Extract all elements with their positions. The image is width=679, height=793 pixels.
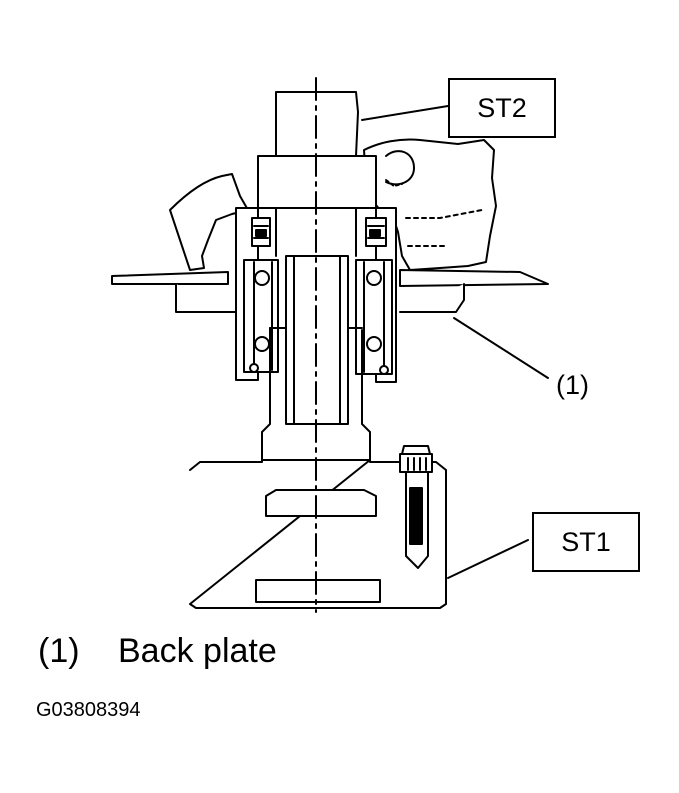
legend: (1) Back plate	[38, 632, 277, 671]
st1-leader-line	[448, 540, 528, 578]
figure-code: G03808394	[36, 699, 141, 721]
callout-1: (1)	[556, 370, 589, 400]
st2-label: ST2	[477, 92, 527, 123]
st1-label: ST1	[561, 526, 611, 557]
st1-label-box: ST1	[532, 512, 640, 572]
st2-label-box: ST2	[448, 78, 556, 138]
legend-text: Back plate	[118, 632, 277, 670]
bearing-assembly	[236, 208, 396, 382]
callout-1-leader-line	[454, 318, 548, 378]
legend-number: (1)	[38, 632, 80, 670]
st1-tool	[190, 256, 446, 608]
st2-leader-line	[362, 106, 448, 120]
back-plate	[112, 270, 548, 312]
